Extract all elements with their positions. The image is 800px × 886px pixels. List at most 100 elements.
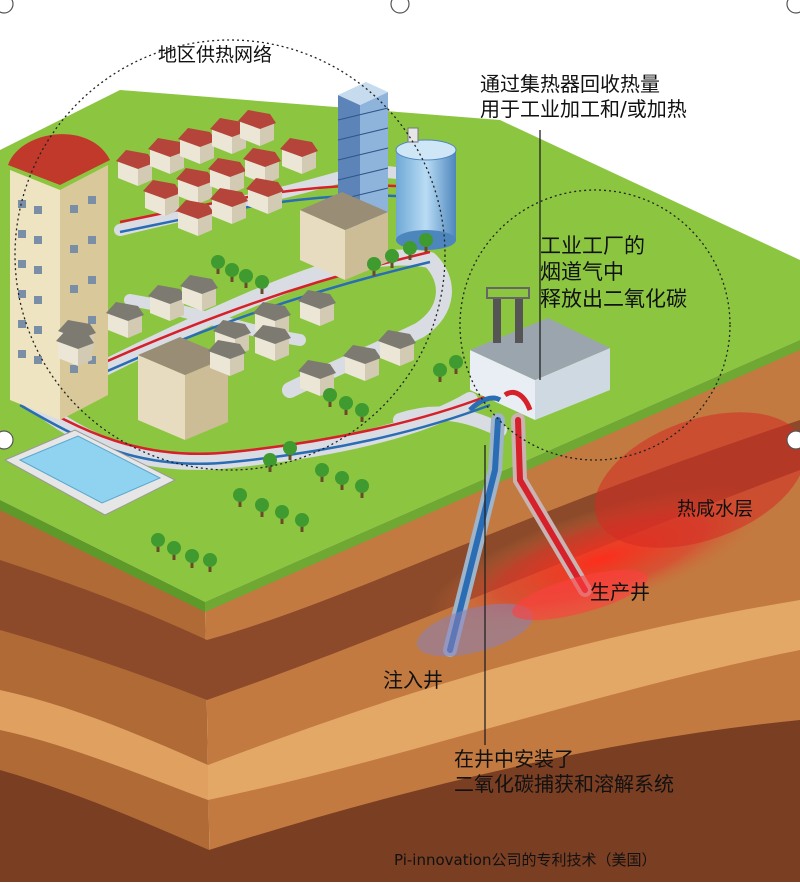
midrise-lower <box>138 337 228 440</box>
factory-stack-right <box>515 298 523 343</box>
tree <box>449 355 463 374</box>
tree <box>339 396 353 415</box>
tree <box>275 505 289 524</box>
wells <box>416 389 648 657</box>
tank-body <box>396 150 456 240</box>
road-to-factory <box>393 406 507 437</box>
district-heating-label: 地区供热网络 <box>158 44 273 66</box>
aquifer-core <box>594 412 800 548</box>
houses <box>56 110 416 396</box>
house <box>56 330 94 366</box>
injection-well-flow <box>447 417 501 653</box>
soil-stratum-left-3 <box>0 770 209 882</box>
aquifer-label: 热咸水层 <box>677 498 754 520</box>
tree <box>315 463 329 482</box>
factory-front <box>470 350 535 420</box>
factory-flue-line-2: 烟道气中 <box>540 260 624 285</box>
tree <box>419 233 433 252</box>
house <box>116 150 154 186</box>
tree <box>433 363 447 382</box>
tree <box>167 541 181 560</box>
tree <box>225 263 239 282</box>
house <box>106 302 144 338</box>
house <box>208 158 246 194</box>
house <box>210 188 248 224</box>
tower-roof <box>8 134 110 185</box>
grass-edge-left <box>0 500 205 612</box>
factory-stack-left <box>493 298 501 343</box>
capture-system-line-1: 在井中安装了 <box>454 747 574 771</box>
heat-collector-line-1: 通过集热器回收热量 <box>480 72 660 96</box>
house <box>176 168 214 204</box>
tree <box>355 403 369 422</box>
tree <box>283 441 297 460</box>
injection-well-label: 注入井 <box>383 668 443 692</box>
heat-collector-line-2: 用于工业加工和/或加热 <box>480 97 687 121</box>
tree <box>323 388 337 407</box>
surface-pipe-red <box>503 389 533 411</box>
factory-flue-line-3: 释放出二氧化碳 <box>540 286 687 311</box>
callouts <box>14 39 731 745</box>
house <box>378 330 416 366</box>
production-well-flow <box>515 417 588 593</box>
soil-stratum-right-2 <box>208 600 800 800</box>
tree <box>233 488 247 507</box>
credit-label: Pi-innovation公司的专利技术（美国） <box>394 851 657 869</box>
tree <box>239 269 253 288</box>
factory-stack-frame <box>486 287 530 299</box>
factory-callout-circle <box>459 189 731 461</box>
trees <box>151 233 463 572</box>
tree <box>255 498 269 517</box>
tree <box>403 241 417 260</box>
soil-stratum-left-2 <box>0 690 208 800</box>
apartment-tower <box>8 134 110 420</box>
soil-stratum-left-1 <box>0 560 207 700</box>
tree <box>355 479 369 498</box>
glass-tower-floors <box>337 107 389 201</box>
surface-pipe-blue <box>468 395 502 412</box>
house <box>180 275 218 311</box>
house <box>238 110 276 146</box>
pool-water <box>18 435 162 504</box>
house <box>343 345 381 381</box>
house <box>280 138 318 174</box>
corner-handles <box>0 0 800 450</box>
tree <box>385 249 399 268</box>
house <box>148 285 186 321</box>
production-zone <box>512 569 648 621</box>
house <box>148 138 186 174</box>
district-callout-circle <box>14 39 446 471</box>
production-well-label: 生产井 <box>590 580 650 604</box>
tree <box>335 471 349 490</box>
tower-side <box>60 165 108 420</box>
grass-edge-right <box>205 340 800 612</box>
tree <box>255 275 269 294</box>
tree <box>367 257 381 276</box>
house <box>143 180 181 216</box>
tree <box>263 453 277 472</box>
capture-system-line-2: 二氧化碳捕获和溶解系统 <box>454 772 674 796</box>
heat-storage-tank <box>395 127 457 250</box>
tree <box>211 255 225 274</box>
house <box>178 128 216 164</box>
tank-top <box>395 139 457 161</box>
factory-flue-label: 工业工厂的 烟道气中 释放出二氧化碳 <box>540 233 687 312</box>
heat-collector-label: 通过集热器回收热量 用于工业加工和/或加热 <box>480 72 687 122</box>
swimming-pool <box>3 429 177 516</box>
tank-cap <box>407 127 419 143</box>
house <box>298 290 336 326</box>
soil-stratum-right-3 <box>209 720 800 882</box>
glass-tower-top <box>338 82 388 105</box>
capture-system-label: 在井中安装了 二氧化碳捕获和溶解系统 <box>454 747 674 797</box>
tree <box>295 513 309 532</box>
house <box>210 118 248 154</box>
house <box>298 360 336 396</box>
house <box>208 340 246 376</box>
factory-flue-line-1: 工业工厂的 <box>540 234 645 258</box>
injection-zone <box>416 603 534 657</box>
house <box>253 325 291 361</box>
house <box>243 148 281 184</box>
tree <box>203 553 217 572</box>
